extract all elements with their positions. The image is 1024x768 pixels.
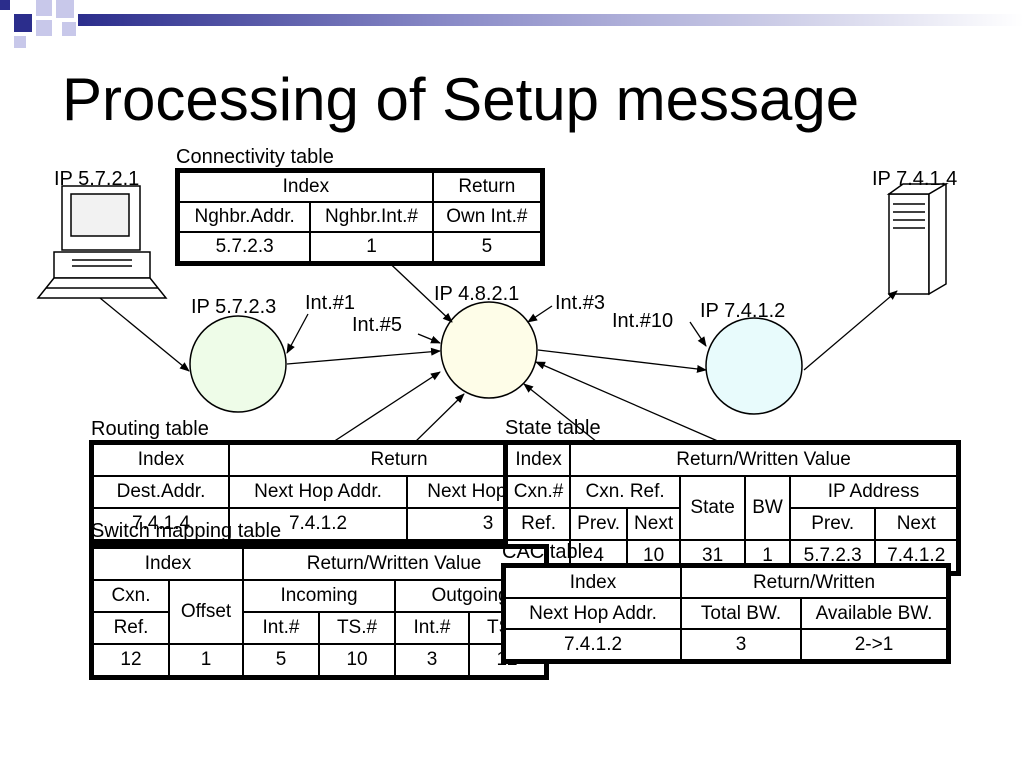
header-cell: Next Hop Addr.	[504, 597, 682, 630]
header-cell: Prev.	[569, 507, 629, 541]
deco-square	[36, 0, 52, 16]
header-cell: Next	[626, 507, 682, 541]
router-node-left	[189, 315, 287, 413]
pointer-int1	[286, 313, 309, 354]
deco-square	[14, 14, 32, 32]
header-cell: IP Address	[788, 475, 959, 509]
deco-square	[56, 0, 74, 18]
header-cell: Int.#	[242, 611, 321, 645]
node-right-int: Int.#10	[612, 310, 674, 332]
node-center-ip: IP 4.8.2.1	[434, 283, 520, 305]
table-cell: 5	[431, 231, 543, 263]
server-tower-icon	[886, 182, 949, 296]
header-cell: Own Int.#	[431, 201, 543, 233]
table-cell: 3	[680, 628, 802, 661]
router-node-center	[440, 301, 538, 399]
switch-table-caption: Switch mapping table	[91, 520, 282, 542]
switch-mapping-table: Index Return/Written Value Cxn. Offset I…	[88, 544, 550, 680]
table-cell: 12	[92, 643, 170, 677]
pointer-int10	[689, 321, 707, 347]
header-cell: Nghbr.Int.#	[309, 201, 434, 233]
routing-table-caption: Routing table	[91, 418, 209, 440]
header-cell: Ref.	[92, 611, 170, 645]
node-left-int: Int.#1	[305, 292, 356, 314]
header-cell: Next	[874, 507, 958, 541]
header-cell: Index	[91, 547, 245, 581]
header-cell: Cxn. Ref.	[569, 475, 682, 509]
pointer-ip-center	[379, 253, 453, 323]
header-cell: TS.#	[318, 611, 397, 645]
page-title: Processing of Setup message	[62, 66, 860, 133]
header-cell: Index	[92, 443, 230, 477]
cac-table: Index Return/Written Next Hop Addr. Tota…	[500, 563, 952, 664]
header-cell: Return/Written Value	[569, 443, 958, 477]
link-center-to-right	[537, 349, 707, 373]
header-cell: Cxn.#	[505, 475, 572, 509]
header-cell: Ref.	[505, 507, 572, 541]
state-table-caption: State table	[505, 417, 601, 439]
state-table: Index Return/Written Value Cxn.# Cxn. Re…	[503, 440, 961, 576]
connectivity-table-caption: Connectivity table	[176, 146, 334, 168]
header-cell: Incoming	[242, 579, 397, 613]
header-cell: Offset	[167, 579, 245, 645]
table-cell: 3	[394, 643, 471, 677]
link-host-to-left-node	[99, 297, 190, 372]
header-cell: Cxn.	[92, 579, 170, 613]
header-cell: Available BW.	[799, 597, 949, 630]
deco-gradient-bar	[78, 14, 1024, 26]
deco-square	[36, 20, 52, 36]
header-cell: Index	[504, 566, 682, 599]
header-cell: Index	[505, 443, 572, 477]
table-cell: 5.7.2.3	[177, 231, 312, 263]
header-cell: Int.#	[394, 611, 471, 645]
node-center-int-left: Int.#5	[352, 314, 403, 336]
link-right-to-server	[803, 290, 898, 371]
table-cell: 7.4.1.2	[228, 507, 408, 541]
header-cell: Prev.	[788, 507, 877, 541]
node-left-ip: IP 5.7.2.3	[191, 296, 277, 318]
desktop-computer-icon	[36, 185, 168, 299]
header-cell: Next Hop Addr.	[228, 475, 408, 509]
header-cell: Return/Written	[679, 566, 949, 599]
header-cell: Nghbr.Addr.	[177, 201, 312, 233]
pointer-int3	[527, 305, 553, 323]
header-cell: BW	[744, 475, 791, 541]
host-right-label: IP 7.4.1.4	[872, 168, 958, 190]
table-cell: 7.4.1.4	[92, 507, 230, 541]
header-cell: Total BW.	[680, 597, 802, 630]
table-cell: 1	[167, 643, 245, 677]
header-cell: Index	[178, 171, 434, 203]
pointer-state-table	[535, 361, 721, 443]
host-left-label: IP 5.7.2.1	[54, 168, 140, 190]
connectivity-table: Index Return Nghbr.Addr. Nghbr.Int.# Own…	[175, 168, 545, 266]
pointer-routing-table	[329, 371, 441, 445]
table-cell: 2->1	[799, 628, 949, 661]
table-cell: 7.4.1.2	[504, 628, 682, 661]
node-right-ip: IP 7.4.1.2	[700, 300, 786, 322]
deco-square	[0, 0, 10, 10]
deco-square	[62, 22, 76, 36]
deco-square	[14, 36, 26, 48]
table-cell: 10	[318, 643, 397, 677]
header-cell: State	[679, 475, 747, 541]
table-cell: 1	[309, 231, 434, 263]
table-cell: 5	[242, 643, 321, 677]
header-cell: Return	[431, 171, 543, 203]
cac-table-caption: CAC table	[502, 541, 594, 563]
header-cell: Dest.Addr.	[92, 475, 230, 509]
routing-table: Index Return Dest.Addr. Next Hop Addr. N…	[89, 440, 573, 544]
router-node-right	[705, 317, 803, 415]
pointer-int5	[417, 333, 441, 344]
link-left-to-center	[286, 347, 441, 365]
header-cell: Return/Written Value	[242, 547, 547, 581]
node-center-int-right: Int.#3	[555, 292, 606, 314]
